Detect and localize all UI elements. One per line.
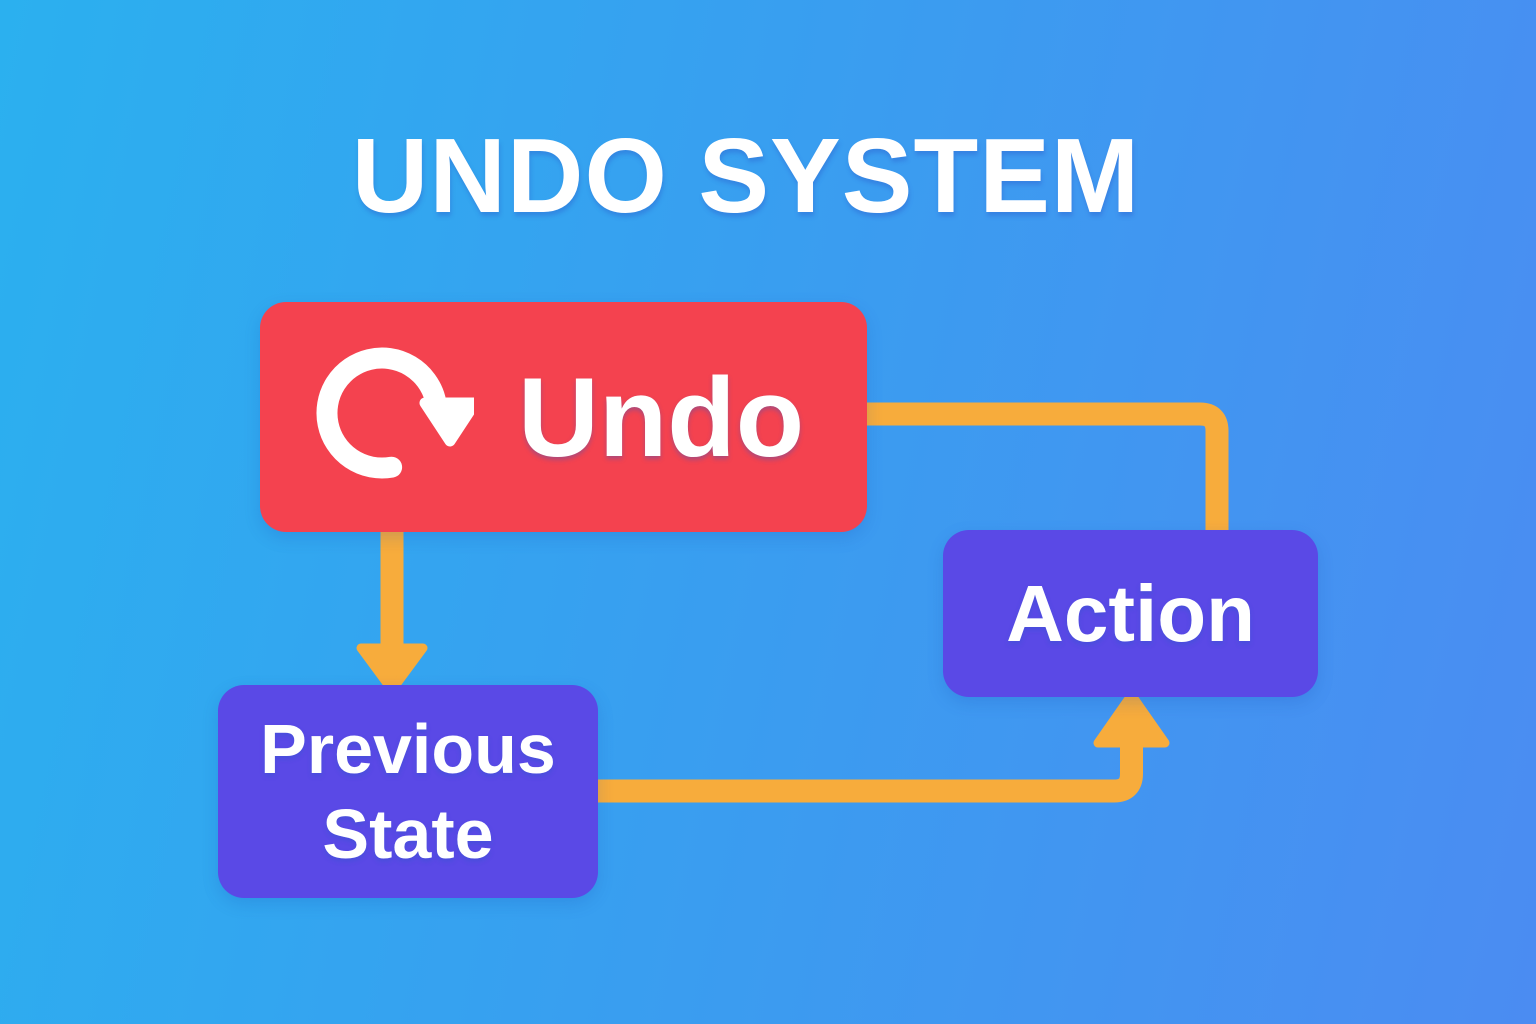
- previous-state-node: Previous State: [218, 685, 598, 898]
- undo-node: Undo: [260, 302, 867, 532]
- previous-state-line2: State: [322, 794, 494, 873]
- arrowhead-down-icon: [356, 643, 428, 695]
- undo-rotate-icon: [316, 347, 474, 478]
- action-node: Action: [943, 530, 1318, 697]
- arrowhead-up-icon: [1093, 690, 1170, 748]
- previous-state-node-label: Previous State: [260, 707, 556, 876]
- connector-undo-to-action: [850, 402, 1229, 540]
- page-title: UNDO SYSTEM: [351, 117, 1141, 235]
- action-node-label: Action: [1006, 568, 1255, 658]
- previous-state-line1: Previous: [260, 709, 556, 788]
- undo-node-label: Undo: [518, 354, 805, 480]
- connector-previous-state-to-action: [590, 742, 1143, 803]
